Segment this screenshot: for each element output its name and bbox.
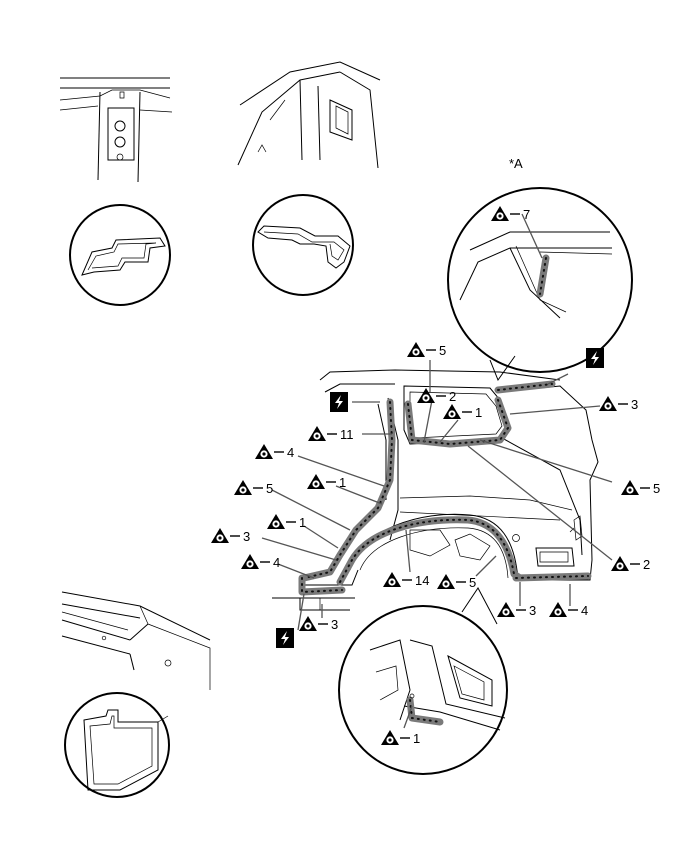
callout-number: 4	[273, 555, 280, 570]
sealer-callout: 4	[254, 443, 294, 460]
callout-number: 4	[287, 445, 294, 460]
callout-number: 7	[523, 207, 530, 222]
callout-number: 4	[581, 603, 588, 618]
callout-number: 2	[449, 389, 456, 404]
sealer-icon	[598, 395, 629, 412]
sealer-icon	[266, 513, 297, 530]
sealer-icon	[382, 571, 413, 588]
callout-number: 5	[439, 343, 446, 358]
sealer-icon	[306, 473, 337, 490]
sealer-callout: 4	[548, 601, 588, 618]
sealer-callout: 5	[406, 341, 446, 358]
sealer-icon	[416, 387, 447, 404]
section-circle-1	[69, 204, 171, 306]
sealer-icon	[406, 341, 437, 358]
section-circle-3	[64, 692, 170, 798]
sealer-callout: 2	[610, 555, 650, 572]
sealer-callout: 1	[306, 473, 346, 490]
sealer-callout: 14	[382, 571, 429, 588]
sealer-icon	[298, 615, 329, 632]
sealer-callout: 3	[598, 395, 638, 412]
sealer-callout: 3	[298, 615, 338, 632]
detail-sill-lower-left	[61, 591, 211, 690]
sealer-callout: 1	[442, 403, 482, 420]
callout-number: 1	[339, 475, 346, 490]
sealer-callout: 4	[240, 553, 280, 570]
callout-number: 5	[266, 481, 273, 496]
sealer-icon	[496, 601, 527, 618]
callout-number: 1	[413, 731, 420, 746]
sealer-callout: 11	[307, 425, 354, 442]
sealer-callout: 3	[210, 527, 250, 544]
callout-number: 3	[243, 529, 250, 544]
sealer-callout: 5	[436, 573, 476, 590]
sealer-icon	[620, 479, 651, 496]
sealer-icon	[610, 555, 641, 572]
section-circle-window	[447, 187, 633, 382]
view-label: *A	[509, 156, 523, 171]
callout-number: 14	[415, 573, 429, 588]
sealer-icon	[436, 573, 467, 590]
sealer-callout: 3	[496, 601, 536, 618]
sealer-icon	[210, 527, 241, 544]
spot-weld-icon	[276, 628, 294, 648]
sealer-callout: 5	[233, 479, 273, 496]
sealer-callout: 2	[416, 387, 456, 404]
sealer-icon	[254, 443, 285, 460]
detail-pillar-top-middle	[237, 61, 381, 169]
sealer-icon	[548, 601, 579, 618]
sealer-icon	[240, 553, 271, 570]
spot-weld-icon	[586, 348, 604, 368]
callout-number: 1	[475, 405, 482, 420]
callout-number: 1	[299, 515, 306, 530]
detail-pillar-top-left	[59, 77, 173, 183]
callout-number: 3	[331, 617, 338, 632]
sealer-icon	[233, 479, 264, 496]
callout-number: 3	[529, 603, 536, 618]
sealer-callout: 1	[380, 729, 420, 746]
section-circle-2	[252, 194, 354, 296]
quarter-panel-main	[272, 369, 599, 611]
callout-number: 3	[631, 397, 638, 412]
callout-number: 5	[653, 481, 660, 496]
sealer-icon	[442, 403, 473, 420]
callout-number: 2	[643, 557, 650, 572]
callout-number: 5	[469, 575, 476, 590]
sealer-callout: 1	[266, 513, 306, 530]
sealer-callout: 7	[490, 205, 530, 222]
section-circle-wheelhouse	[338, 587, 508, 775]
sealer-callout: 5	[620, 479, 660, 496]
callout-number: 11	[340, 427, 354, 442]
spot-weld-icon	[330, 392, 348, 412]
sealer-icon	[307, 425, 338, 442]
leader-lines	[261, 213, 613, 729]
